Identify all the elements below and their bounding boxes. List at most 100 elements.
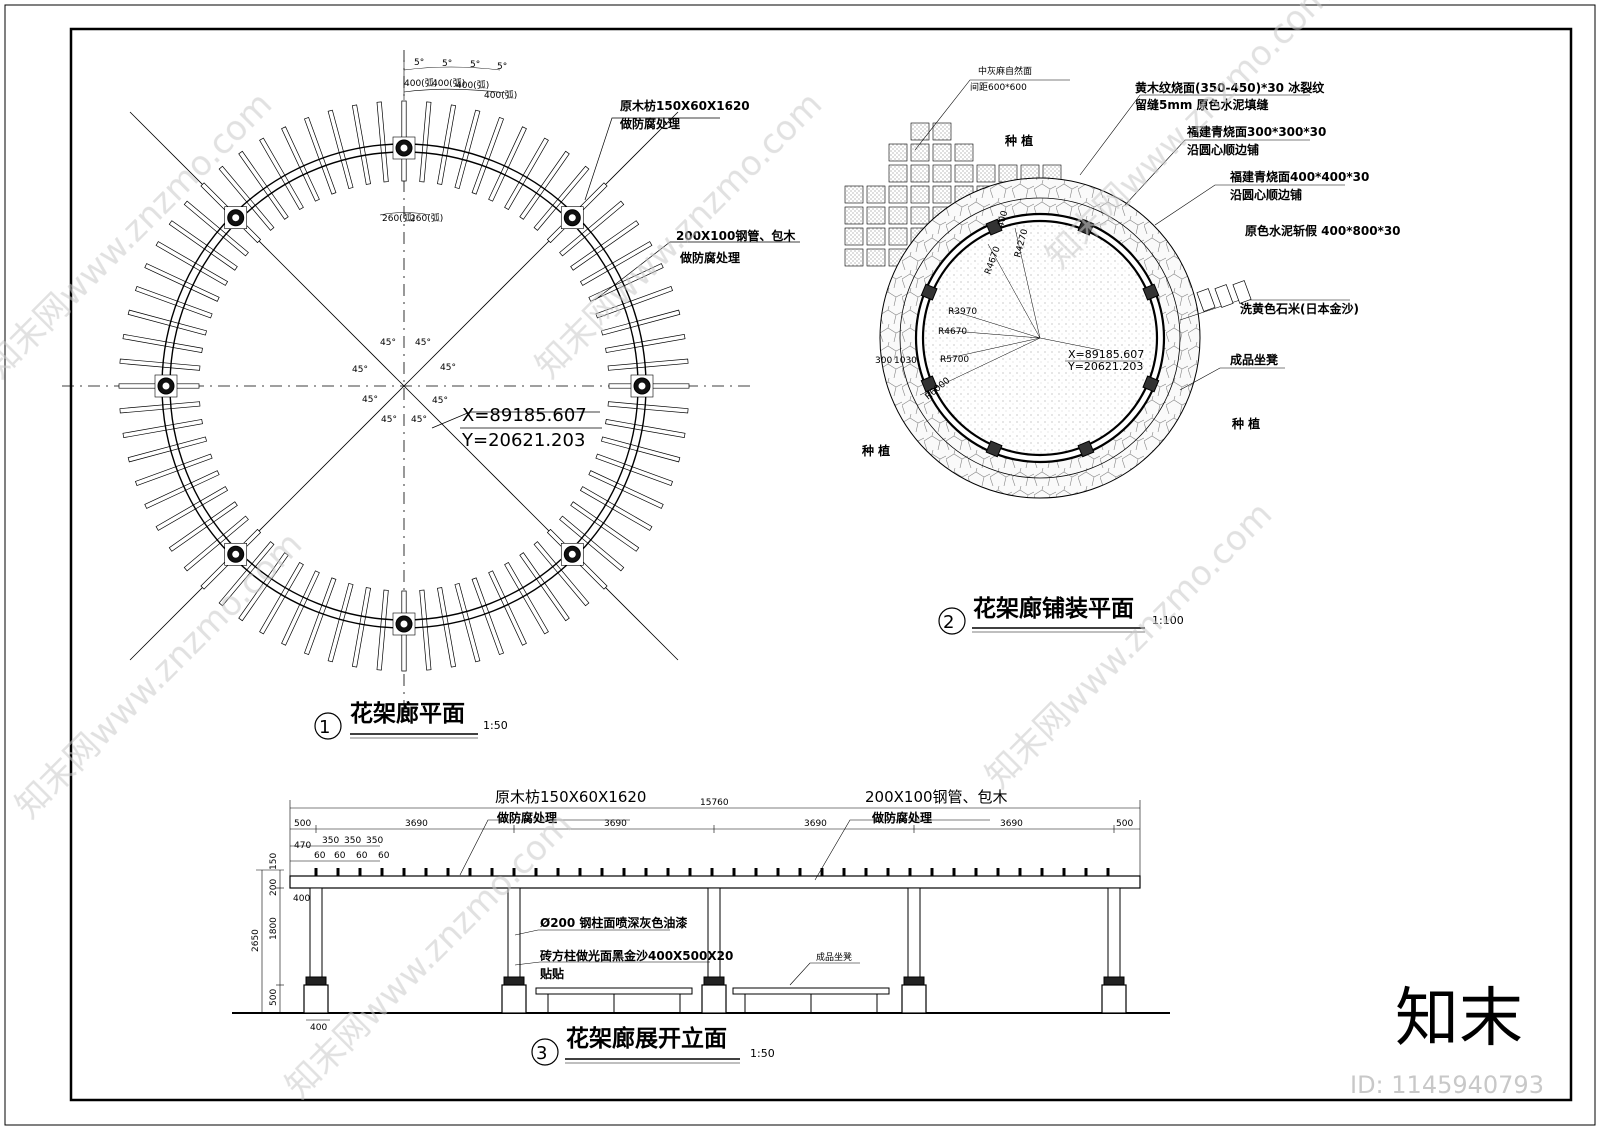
rafter xyxy=(488,570,527,646)
label-planting: 种 植 xyxy=(1004,133,1033,148)
dim-3690: 3690 xyxy=(604,819,627,829)
angle-label: 45° xyxy=(432,396,448,406)
elevation-title-number: 3 xyxy=(536,1043,547,1064)
rafter xyxy=(605,419,686,439)
stone-tile xyxy=(976,164,996,183)
dim-3690: 3690 xyxy=(405,819,428,829)
dim-60: 60 xyxy=(356,851,368,861)
rafter xyxy=(376,589,389,671)
rafter-section xyxy=(732,868,736,876)
radius-r5700: R5700 xyxy=(940,355,969,365)
dim-400-arc: 400(弧) xyxy=(432,77,465,89)
rafter xyxy=(437,104,457,185)
note-timber-rafter: 原木枋150X60X1620 xyxy=(620,98,750,113)
stone-tile xyxy=(888,227,908,246)
rafter xyxy=(144,470,220,509)
note-timber-rafter: 原木枋150X60X1620 xyxy=(495,788,646,806)
note-fujian-300-lay: 沿圆心顺边铺 xyxy=(1186,142,1259,157)
stone-tile xyxy=(932,122,952,141)
rafter-section xyxy=(1062,868,1066,876)
dim-5deg: 5° xyxy=(470,60,480,70)
rafter xyxy=(601,309,681,336)
rafter xyxy=(488,126,527,202)
note-fujian-400: 福建青烧面400*400*30 xyxy=(1229,169,1369,184)
rafter-section xyxy=(1018,868,1022,876)
rafter xyxy=(601,436,681,463)
dim-3690: 3690 xyxy=(804,819,827,829)
rafter xyxy=(607,358,689,371)
plan-title-number: 1 xyxy=(319,717,330,738)
dim-2650: 2650 xyxy=(251,929,261,952)
rafter xyxy=(605,333,686,353)
rafter xyxy=(127,436,207,463)
rafter xyxy=(134,453,213,486)
rafter xyxy=(122,333,203,353)
sheet-inner-border xyxy=(69,27,1573,1102)
stone-tile xyxy=(954,143,974,162)
rafter xyxy=(168,501,238,552)
note-column-base: 砖方柱做光面黑金沙400X500X20 xyxy=(540,948,733,963)
rafter-section xyxy=(1084,868,1088,876)
column-core xyxy=(400,144,408,152)
rafter-section xyxy=(886,868,890,876)
note-bench: 成品坐凳 xyxy=(816,951,852,963)
rafter xyxy=(437,587,457,668)
note-fujian-300: 福建青烧面300*300*30 xyxy=(1186,124,1326,139)
stone-tile xyxy=(932,185,952,204)
plan-top-dimension-text: 5° 5° 5° 5° 400(弧) 400(弧) 400(弧) 400(弧) … xyxy=(382,58,517,224)
dim-400-arc: 400(弧) xyxy=(484,89,517,101)
rafter-section xyxy=(688,868,692,876)
stone-tile xyxy=(932,164,952,183)
rafter-section xyxy=(424,868,428,876)
elevation-title-block: 3 花架廊展开立面 1:50 xyxy=(531,1025,775,1066)
plan-note-leaders xyxy=(431,117,800,429)
dim-5deg: 5° xyxy=(414,58,424,68)
paving-radius-leaders xyxy=(919,227,1101,396)
dim-3690: 3690 xyxy=(1000,819,1023,829)
rafter-section xyxy=(402,868,406,876)
dim-470: 470 xyxy=(294,841,311,851)
dim-60: 60 xyxy=(378,851,390,861)
stone-tile xyxy=(888,143,908,162)
rafter-section xyxy=(314,868,318,876)
dim-60: 60 xyxy=(334,851,346,861)
column-base xyxy=(1142,375,1160,393)
rafter xyxy=(504,137,549,211)
plan-top-dimensions xyxy=(379,60,507,216)
rafter xyxy=(183,515,249,572)
stone-tile xyxy=(888,185,908,204)
note-fujian-400-lay: 沿圆心顺边铺 xyxy=(1229,187,1302,202)
steel-column xyxy=(707,887,721,984)
note-sand-gravel: 洗黄色石米(日本金沙) xyxy=(1240,301,1359,316)
elevation-rafters xyxy=(314,868,1110,876)
rafter xyxy=(119,358,201,371)
angle-label: 45° xyxy=(440,363,456,373)
rafter xyxy=(519,150,570,220)
stone-tile xyxy=(844,227,864,246)
rafter-section xyxy=(930,868,934,876)
stone-tile xyxy=(888,206,908,225)
rafter-section xyxy=(776,868,780,876)
paving-plan-view: R4270 R4670 400 R3970 R4670 R5700 R6000 … xyxy=(844,65,1401,635)
column-plinth xyxy=(1101,984,1127,1014)
column-cap xyxy=(503,976,525,986)
note-steel-beam: 200X100钢管、包木 xyxy=(676,228,796,243)
steel-column xyxy=(1107,887,1121,984)
rafter-section xyxy=(490,868,494,876)
column-base xyxy=(985,440,1003,458)
column-core xyxy=(568,214,576,222)
rafter xyxy=(533,541,590,607)
rafter-section xyxy=(908,868,912,876)
steel-column xyxy=(309,887,323,984)
rafter xyxy=(471,116,504,195)
rafter xyxy=(155,241,229,286)
dim-500: 500 xyxy=(269,989,279,1006)
note-steel-column: Ø200 钢柱面喷深灰色油漆 xyxy=(540,915,687,930)
rafter xyxy=(351,587,371,668)
rafter xyxy=(570,501,640,552)
rafter-section xyxy=(578,868,582,876)
dim-500: 500 xyxy=(1116,819,1133,829)
dim-5deg: 5° xyxy=(497,62,507,72)
watermark-text: 知末网www.znzmo.com xyxy=(278,804,580,1106)
